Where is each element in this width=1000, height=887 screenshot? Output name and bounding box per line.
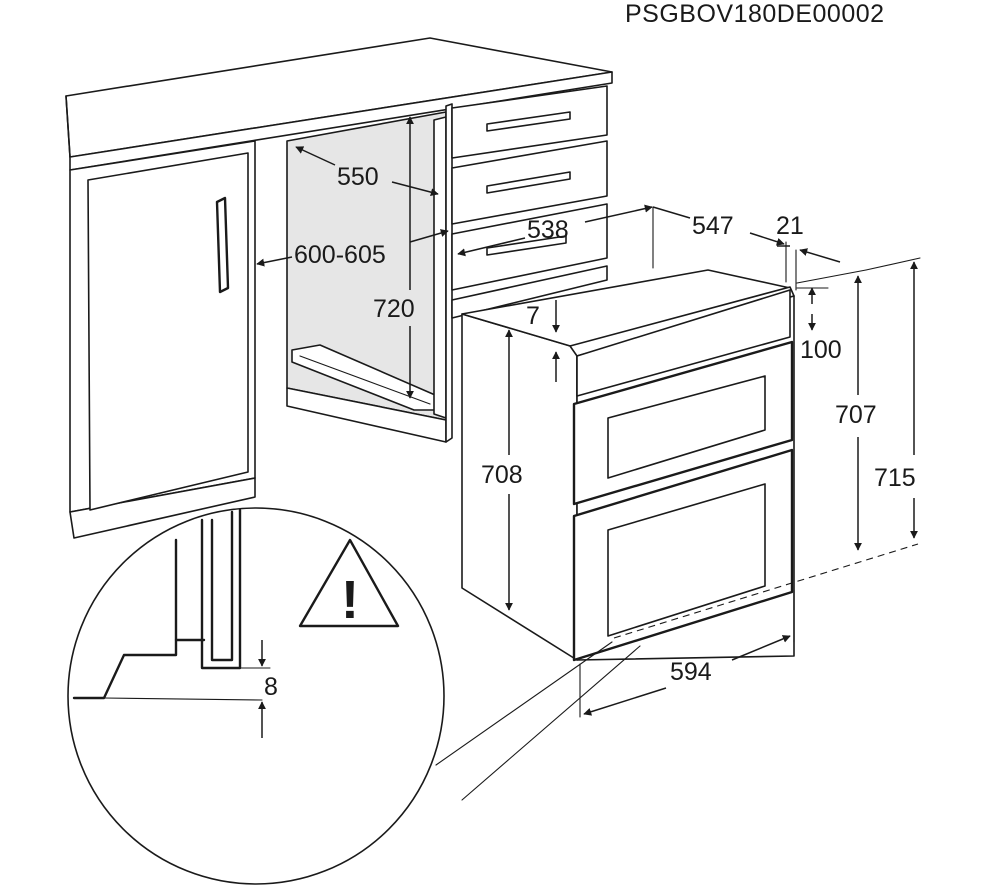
dim-fascia-depth: 21	[776, 212, 804, 240]
dim-top-gap: 7	[526, 302, 540, 330]
dim-top-panel-height: 100	[800, 336, 842, 364]
kitchen-cabinet	[65, 37, 613, 539]
dimension-labels: 550 600-605 720 538 547 21 7 100 707 715…	[264, 163, 916, 701]
dim-body-height: 708	[481, 461, 523, 489]
dim-cabinet-depth: 550	[337, 163, 379, 191]
main-oven-window	[607, 483, 766, 637]
drawer-handle-1	[486, 111, 571, 132]
control-panel	[576, 289, 791, 397]
door-handle	[215, 196, 230, 294]
drawer-handle-3	[486, 235, 567, 256]
dim-oven-depth: 547	[692, 212, 734, 240]
dim-overall-height: 715	[874, 464, 916, 492]
oven	[461, 269, 795, 662]
dim-oven-height: 707	[835, 401, 877, 429]
left-plinth	[69, 477, 256, 539]
model-code: PSGBOV180DE00002	[625, 0, 885, 28]
drawer-4	[451, 265, 608, 319]
left-door	[87, 152, 249, 511]
dim-niche-width: 600-605	[294, 241, 386, 269]
floor-line	[613, 543, 919, 639]
detail-magnifier: !	[67, 507, 641, 885]
drawer-handle-2	[486, 171, 571, 194]
side-panel-edge	[433, 116, 447, 419]
countertop-edge	[69, 71, 613, 171]
warning-symbol: !	[341, 570, 359, 630]
dimension-lines	[256, 116, 921, 718]
dim-niche-height: 720	[373, 295, 415, 323]
detail-circle	[67, 507, 445, 885]
warning-triangle-icon	[298, 538, 400, 628]
top-oven-window	[607, 375, 766, 479]
dim-floor-gap: 8	[264, 673, 278, 701]
dim-width: 594	[670, 658, 712, 686]
dim-top-recess-width: 538	[527, 216, 569, 244]
